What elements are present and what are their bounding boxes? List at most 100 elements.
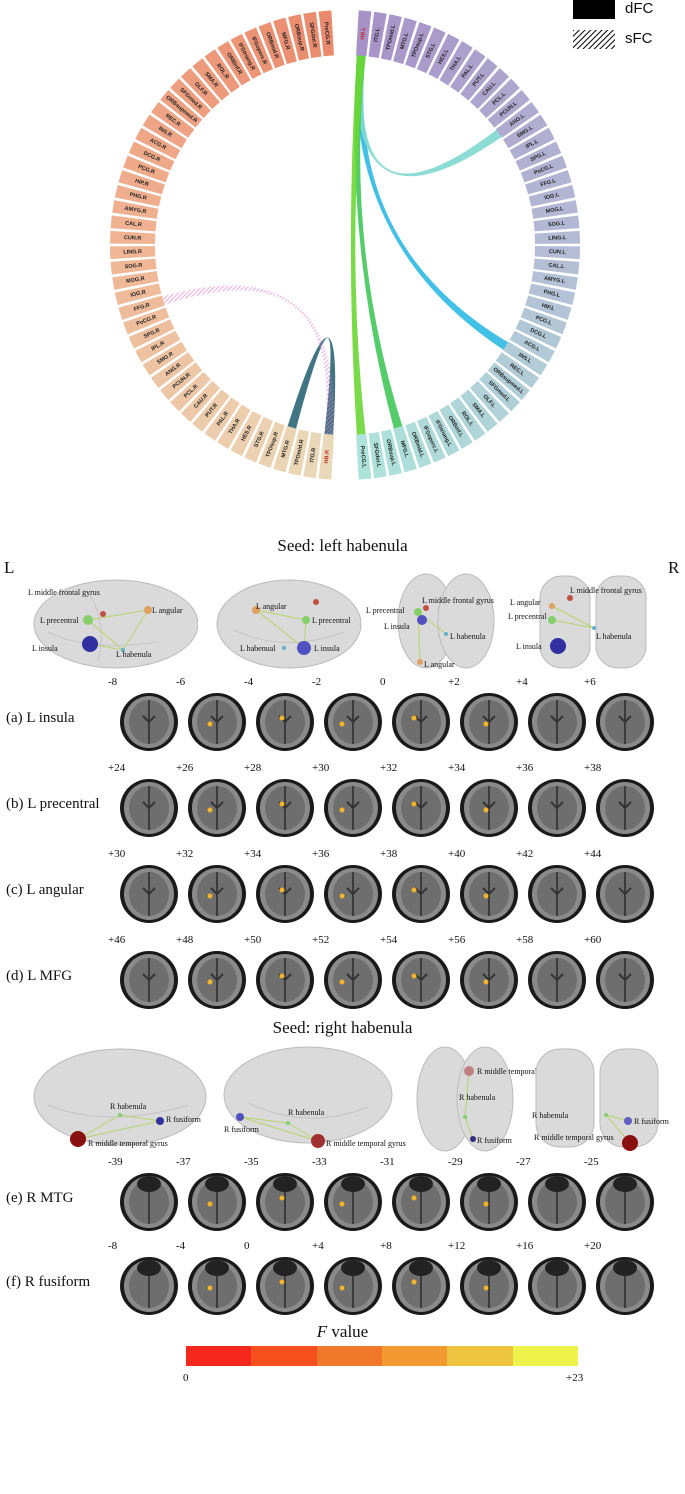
region-segment: [439, 404, 473, 449]
region-segment: [487, 362, 530, 401]
brain-slice: +42: [516, 848, 588, 928]
colorbar-title-unit: value: [327, 1322, 369, 1341]
region-segment: [479, 372, 520, 412]
region-segment: [142, 114, 187, 149]
region-segment: [525, 170, 572, 195]
slice-coordinate: -8: [108, 1240, 118, 1252]
brain-label: L habenual: [240, 644, 276, 653]
axial-slice-image: [256, 779, 314, 837]
region-segment: [151, 352, 195, 389]
brain-slice: -29: [448, 1156, 520, 1236]
brain-label: R habenula: [288, 1108, 325, 1117]
region-label: MTG.L: [400, 31, 411, 50]
colorbar: [186, 1346, 578, 1366]
brain-slice: +48: [176, 934, 248, 1014]
row-label: (b) L precentral: [6, 796, 100, 812]
slice-coordinate: +6: [584, 676, 596, 688]
region-segment: [487, 89, 530, 128]
brain-slice: +30: [312, 762, 384, 842]
region-segment: [142, 341, 187, 376]
axial-slice-image: [324, 951, 382, 1009]
slice-coordinate: +50: [244, 934, 262, 946]
region-segment: [114, 185, 162, 207]
region-segment: [204, 49, 240, 93]
slice-coordinate: +56: [448, 934, 466, 946]
axial-slice-image: [596, 779, 654, 837]
axial-slice-image: [460, 779, 518, 837]
brain-label: L angular: [424, 660, 455, 669]
region-segment: [318, 10, 334, 57]
row-label: (a) L insula: [6, 710, 75, 726]
region-label: MFG.L: [399, 440, 410, 459]
region-segment: [217, 404, 251, 449]
brain-slice: -2: [312, 676, 384, 756]
axial-slice-image: [392, 865, 450, 923]
brain-slice: -35: [244, 1156, 316, 1236]
region-label: IPL.L: [525, 138, 540, 150]
brain-slice: +52: [312, 934, 384, 1014]
region-segment: [450, 397, 486, 441]
slice-coordinate: +46: [108, 934, 126, 946]
axial-slice-image: [120, 865, 178, 923]
axial-slice-image: [188, 951, 246, 1009]
axial-slice-image: [120, 779, 178, 837]
region-segment: [273, 17, 297, 65]
axial-slice-image: [188, 779, 246, 837]
region-segment: [180, 381, 220, 422]
brain-label: L middle frontal gyrus: [28, 588, 100, 597]
region-label: SFGdor.L: [372, 442, 382, 468]
region-segment: [450, 49, 486, 93]
right-brain-front: R habenula R fusiform R middle temporal …: [530, 1045, 680, 1153]
region-segment: [318, 433, 334, 480]
region-segment: [114, 283, 162, 305]
connectivity-link: [287, 337, 336, 435]
brain-label: R middle temporal gyrus: [88, 1139, 168, 1148]
brain-slice: +38: [380, 848, 452, 928]
slice-coordinate: +38: [584, 762, 602, 774]
region-segment: [525, 295, 572, 320]
axial-slice-image: [120, 693, 178, 751]
region-segment: [520, 155, 567, 183]
brain-slice: +46: [108, 934, 180, 1014]
region-label: MTG.R: [281, 440, 292, 459]
brain-slice: +38: [584, 762, 656, 842]
slice-coordinate: +30: [312, 762, 330, 774]
region-label: IOG.L: [544, 192, 561, 201]
axial-slice-image: [120, 951, 178, 1009]
slice-coordinate: +58: [516, 934, 534, 946]
region-segment: [151, 101, 195, 138]
slice-coordinate: -29: [448, 1156, 463, 1168]
slice-coordinate: +48: [176, 934, 194, 946]
region-label: SFGdor.R: [308, 22, 318, 48]
axial-slice-image: [460, 1173, 518, 1231]
sfc-swatch: [573, 30, 615, 49]
brain-slice: +60: [584, 934, 656, 1014]
brain-slice: +56: [448, 934, 520, 1014]
region-segment: [110, 215, 157, 232]
slice-coordinate: -8: [108, 676, 118, 688]
region-label: HB.L: [360, 26, 367, 40]
region-label: LING.R: [123, 249, 142, 256]
brain-slice: +16: [516, 1240, 588, 1320]
brain-label: R habenula: [459, 1093, 496, 1102]
region-segment: [460, 58, 498, 101]
brain-slice: +34: [448, 762, 520, 842]
brain-label: L angular: [256, 602, 287, 611]
brain-label: L precentral: [40, 616, 79, 625]
region-label: FFG.L: [540, 178, 558, 189]
brain-label: R fusiform: [634, 1117, 669, 1126]
region-segment: [380, 14, 402, 61]
region-segment: [128, 319, 175, 349]
slice-coordinate: +30: [108, 848, 126, 860]
slice-coordinate: -27: [516, 1156, 531, 1168]
region-segment: [170, 78, 211, 118]
region-label: CAL.R: [125, 221, 142, 229]
brain-slice: +44: [584, 848, 656, 928]
region-segment: [112, 271, 159, 290]
region-segment: [160, 89, 203, 128]
colorbar-min: 0: [183, 1372, 189, 1384]
axial-slice-image: [392, 951, 450, 1009]
brain-slice: +28: [244, 762, 316, 842]
brain-label: R fusiform: [166, 1115, 201, 1124]
brain-slice: 0: [380, 676, 452, 756]
